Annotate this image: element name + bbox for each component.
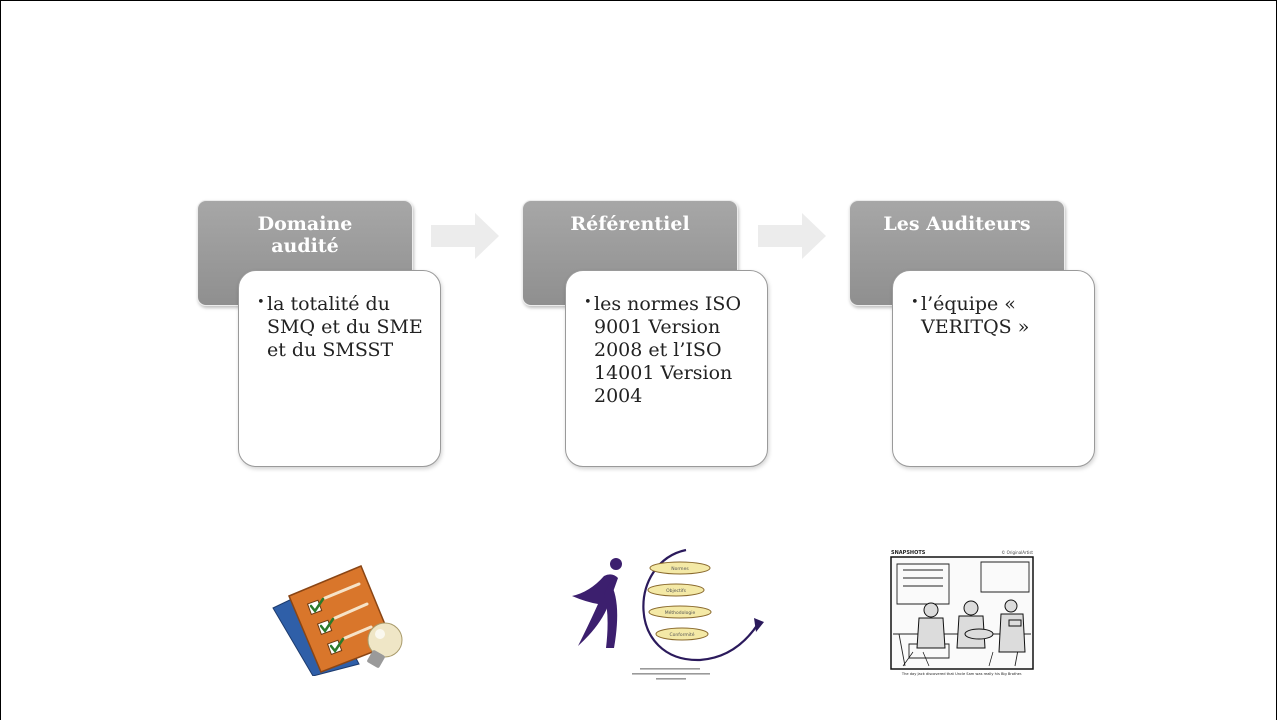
comic-caption: The day Jack discovered that Uncle Sam w… (901, 672, 1022, 676)
step-1-bullet: • la totalité du SMQ et du SME et du SMS… (257, 293, 434, 362)
comic-header-right: © OriginalArtist (1001, 550, 1033, 555)
step-2-bullet-text: les normes ISO 9001 Version 2008 et l’IS… (594, 293, 742, 407)
step-1-content: • la totalité du SMQ et du SME et du SMS… (238, 270, 441, 467)
checklist-lightbulb-icon (272, 565, 403, 676)
step-3-bullet: • l’équipe « VERITQS » (911, 293, 1088, 339)
step-1-title: Domaine audité (257, 213, 353, 257)
comic-header-left: SNAPSHOTS (891, 550, 926, 556)
comic-strip: SNAPSHOTS © OriginalArtist The day Jack … (889, 548, 1035, 684)
arrow-right-icon (431, 213, 499, 259)
bullet-dot-icon: • (584, 295, 592, 310)
bullet-dot-icon: • (257, 295, 265, 310)
step-3-bullet-text: l’équipe « VERITQS » (921, 293, 1030, 338)
step-2-header: Référentiel (522, 200, 738, 306)
step-3-content: • l’équipe « VERITQS » (892, 270, 1095, 467)
ellipse-label-3: Méthodologie (665, 609, 696, 616)
step-1-bullet-text: la totalité du SMQ et du SME et du SMSST (267, 293, 423, 361)
step-2-bullet: • les normes ISO 9001 Version 2008 et l’… (584, 293, 761, 408)
step-3-title: Les Auditeurs (883, 213, 1031, 235)
ellipse-label-2: Objectifs (666, 588, 686, 594)
ellipse-label-1: Normes (671, 566, 689, 572)
arrow-right-icon (758, 213, 826, 259)
ellipse-label-4: Conformité (669, 631, 694, 638)
step-2-content: • les normes ISO 9001 Version 2008 et l’… (565, 270, 768, 467)
step-2-title: Référentiel (570, 213, 690, 235)
bullet-dot-icon: • (911, 295, 919, 310)
figure-arc-diagram: Normes Objectifs Méthodologie Conformité (572, 548, 764, 680)
